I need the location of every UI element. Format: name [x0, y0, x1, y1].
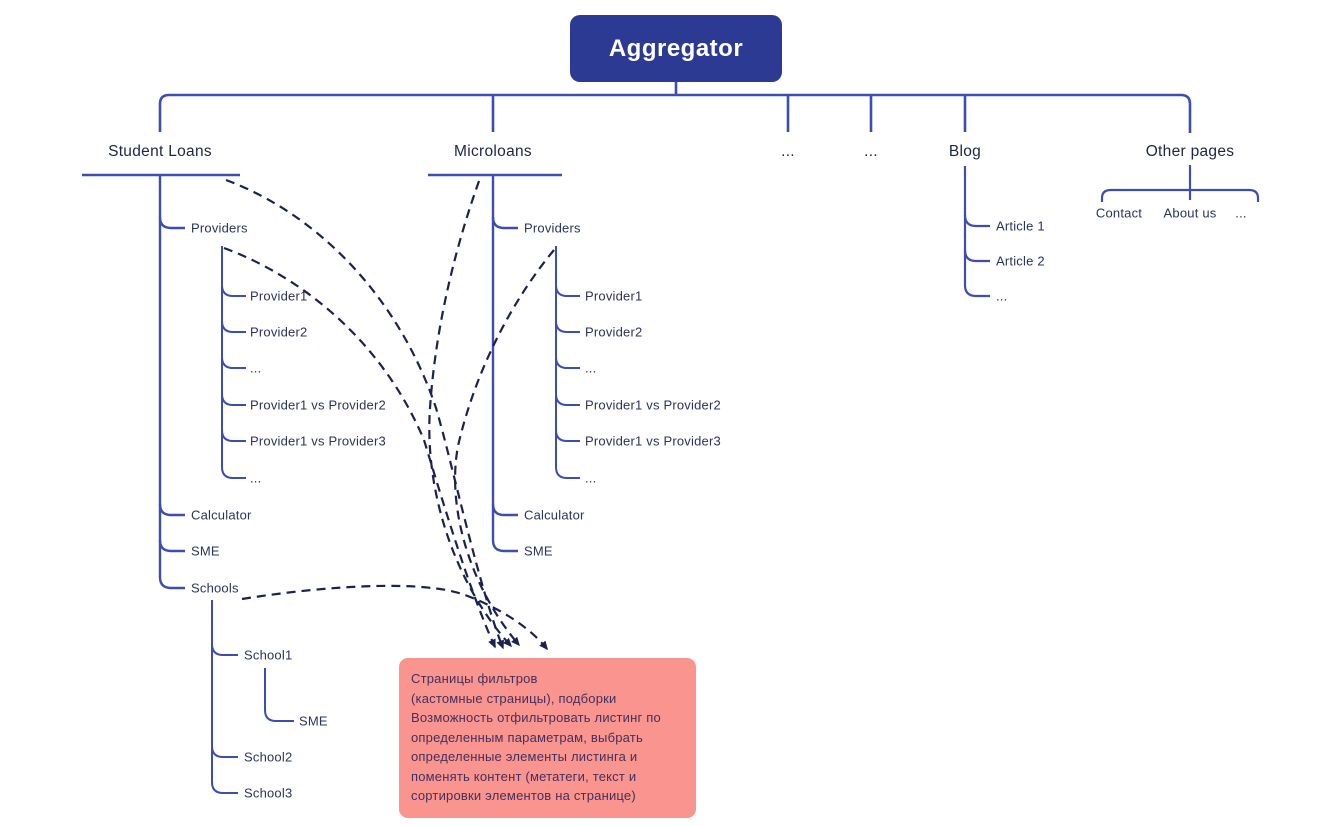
top-connectors	[158, 82, 1192, 133]
node-ml-provider1-vs-provider2: Provider1 vs Provider2	[585, 397, 721, 413]
node-ml-provider1-vs-provider3: Provider1 vs Provider3	[585, 433, 721, 449]
node-sl-provider1-vs-provider2: Provider1 vs Provider2	[250, 397, 386, 413]
node-ml-provider1: Provider1	[585, 288, 643, 304]
student-loans-connectors	[82, 173, 240, 590]
arrow-from-schools	[241, 584, 548, 651]
node-sl-provider1: Provider1	[250, 288, 308, 304]
node-other-pages-ellipsis: ...	[1235, 205, 1247, 221]
node-sl-sme: SME	[191, 543, 220, 559]
blog-connectors	[963, 166, 990, 298]
node-ml-providers: Providers	[524, 220, 581, 236]
node-sl-provider1-vs-provider3: Provider1 vs Provider3	[250, 433, 386, 449]
root-node-label: Aggregator	[608, 34, 744, 62]
microloans-connectors	[428, 173, 562, 553]
node-school1-sme: SME	[299, 713, 328, 729]
node-sl-providers-ellipsis: ...	[250, 360, 262, 376]
node-school1: School1	[244, 647, 293, 663]
node-microloans: Microloans	[454, 143, 532, 160]
arrow-from-sl-providers	[223, 246, 497, 649]
node-school2: School2	[244, 749, 293, 765]
schools-subtree-connectors	[211, 600, 294, 794]
node-ml-provider2: Provider2	[585, 324, 643, 340]
node-sl-calculator: Calculator	[191, 507, 252, 523]
node-ml-sme: SME	[524, 543, 553, 559]
node-student-loans: Student Loans	[108, 143, 212, 160]
arrow-from-ml-providers	[454, 249, 555, 647]
node-ellipsis-2: ...	[864, 143, 878, 160]
node-blog-ellipsis: ...	[996, 288, 1008, 304]
arrow-from-microloans	[428, 180, 513, 648]
node-sl-provider2: Provider2	[250, 324, 308, 340]
node-ml-providers-ellipsis-2: ...	[585, 470, 597, 486]
node-ml-calculator: Calculator	[524, 507, 585, 523]
annotation-note: Страницы фильтров (кастомные страницы), …	[399, 658, 696, 818]
microloans-trunk	[491, 175, 518, 553]
student-loans-trunk	[158, 175, 185, 590]
main-horizontal-line	[158, 93, 1192, 133]
node-sl-providers-ellipsis-2: ...	[250, 470, 262, 486]
node-about-us: About us	[1163, 205, 1217, 221]
node-article-2: Article 2	[996, 253, 1045, 269]
node-article-1: Article 1	[996, 218, 1045, 234]
dashed-arrow-curves	[223, 178, 555, 651]
node-school3: School3	[244, 785, 293, 801]
node-sl-providers: Providers	[191, 220, 248, 236]
node-ellipsis-1: ...	[781, 143, 795, 160]
node-contact: Contact	[1095, 205, 1143, 221]
node-ml-providers-ellipsis: ...	[585, 360, 597, 376]
arrow-from-student-loans	[225, 178, 505, 650]
root-node-aggregator: Aggregator	[570, 15, 782, 82]
other-pages-connectors	[1100, 165, 1260, 202]
node-other-pages: Other pages	[1145, 143, 1235, 160]
node-blog: Blog	[948, 143, 982, 160]
sl-providers-subtree-connectors	[221, 246, 246, 479]
node-sl-schools: Schools	[191, 580, 239, 596]
ml-providers-subtree-connectors	[555, 246, 580, 479]
